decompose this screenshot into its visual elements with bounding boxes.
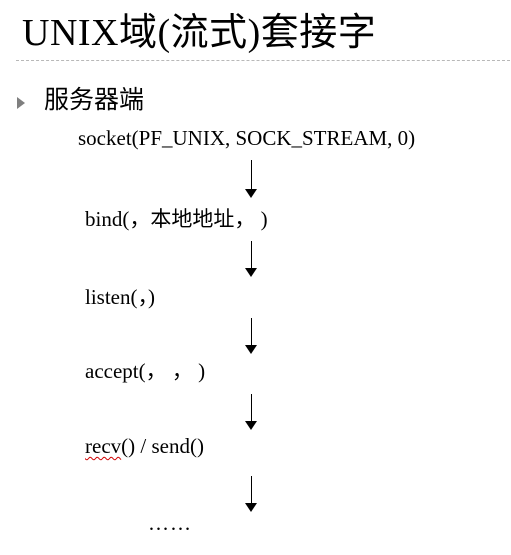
step-bind: bind(，本地地址， ) <box>85 207 268 231</box>
recv-text: recv <box>85 434 122 458</box>
step-listen: listen(，) <box>85 285 155 309</box>
title-divider <box>16 60 510 61</box>
slide-title: UNIX域(流式)套接字 <box>22 12 377 54</box>
arrow-down-icon <box>245 241 259 277</box>
arrow-down-icon <box>245 160 259 198</box>
send-text: () / send() <box>121 434 204 458</box>
arrow-down-icon <box>245 318 259 354</box>
section-heading: 服务器端 <box>44 87 145 114</box>
triangle-right-bullet-icon <box>17 97 25 109</box>
arrow-down-icon <box>245 476 259 512</box>
step-ellipsis: …… <box>148 511 192 535</box>
arrow-down-icon <box>245 394 259 430</box>
step-accept: accept(， ， ) <box>85 359 206 383</box>
step-socket: socket(PF_UNIX, SOCK_STREAM, 0) <box>78 126 416 150</box>
step-recv-send: recv() / send() <box>85 432 204 460</box>
